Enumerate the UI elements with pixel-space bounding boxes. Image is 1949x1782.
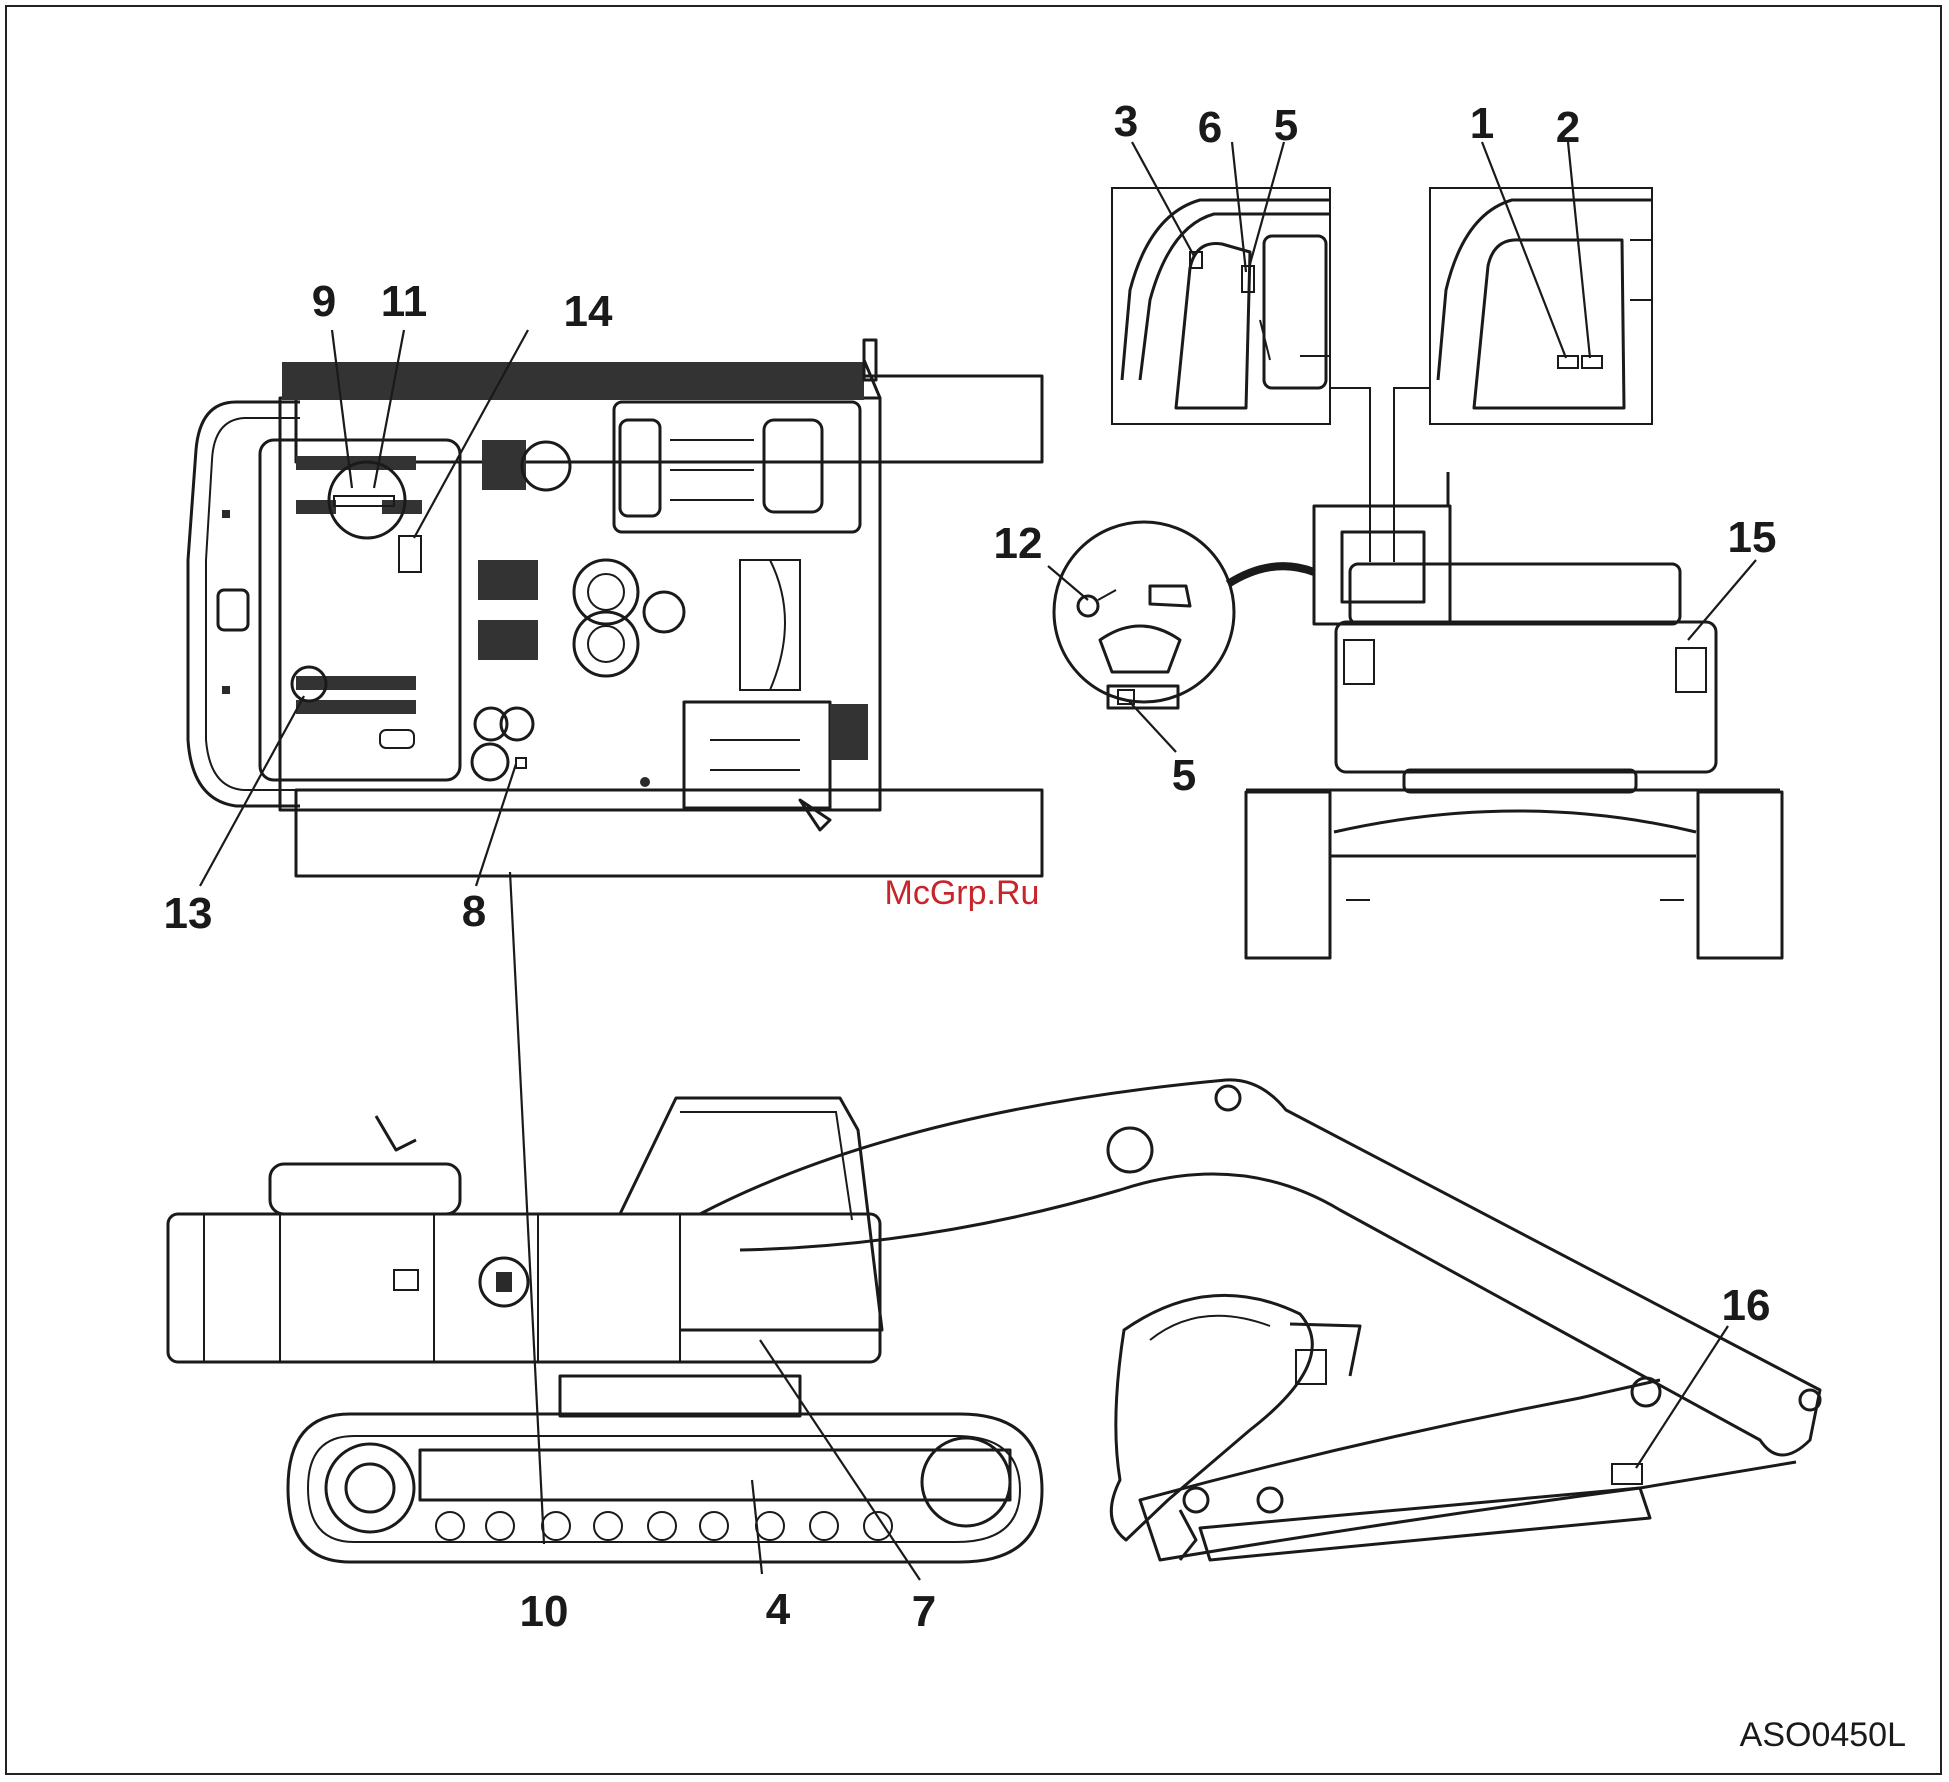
callout-7: 7 [912, 1587, 936, 1636]
callout-11: 11 [381, 277, 428, 326]
cab-left-detail-drawing [1112, 188, 1330, 424]
callout-1: 1 [1470, 99, 1494, 148]
callout-9: 9 [312, 277, 336, 326]
callout-10: 10 [520, 1587, 569, 1636]
callout-5-seat: 5 [1172, 751, 1196, 800]
callout-16: 16 [1722, 1281, 1771, 1330]
callout-8: 8 [462, 887, 486, 936]
callout-14: 14 [564, 287, 613, 336]
callout-12: 12 [994, 519, 1043, 568]
watermark-text: McGrp.Ru [885, 874, 1040, 912]
cab-right-detail-drawing [1430, 188, 1652, 424]
callout-15: 15 [1728, 513, 1777, 562]
callout-13: 13 [164, 889, 213, 938]
callout-5-cab: 5 [1274, 101, 1298, 150]
top-view-drawing [188, 330, 1042, 886]
callout-4: 4 [766, 1585, 791, 1634]
callout-2: 2 [1556, 103, 1580, 152]
figure-code: ASO0450L [1740, 1716, 1906, 1754]
seat-detail-drawing [1048, 522, 1314, 752]
side-view-drawing [168, 872, 1820, 1580]
callout-labels: 1 2 3 4 5 5 6 7 8 9 10 11 12 13 14 15 16 [164, 97, 1777, 1636]
callout-3: 3 [1114, 97, 1138, 146]
callout-6: 6 [1198, 103, 1222, 152]
cab-detail-leaders [1132, 142, 1590, 562]
rear-view-drawing [1246, 472, 1782, 958]
